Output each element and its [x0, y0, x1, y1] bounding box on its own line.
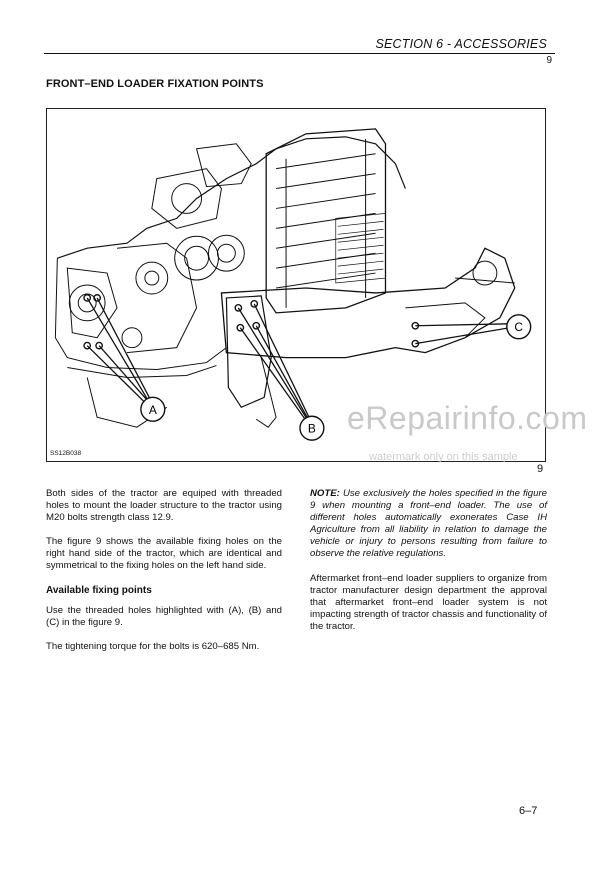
aftermarket-paragraph: Aftermarket front–end loader suppliers t… — [310, 572, 547, 632]
callout-c-label: C — [514, 320, 523, 334]
fixing-points-subheading: Available fixing points — [46, 584, 152, 596]
watermark-subtext: watermark only on this sample — [369, 451, 518, 463]
figure-description-paragraph: The figure 9 shows the available fixing … — [46, 536, 282, 572]
page-title: FRONT–END LOADER FIXATION POINTS — [46, 78, 264, 90]
header-page-ref: 9 — [546, 55, 552, 66]
callout-b: B — [299, 415, 325, 441]
figure-number: 9 — [537, 463, 544, 475]
left-column: Both sides of the tractor are equiped wi… — [46, 488, 282, 665]
header-rule — [44, 53, 555, 54]
callout-a-label: A — [149, 403, 157, 417]
right-column: NOTE: Use exclusively the holes specifie… — [310, 488, 547, 645]
tractor-figure: A B C — [46, 108, 546, 462]
section-header: SECTION 6 - ACCESSORIES — [375, 37, 547, 51]
callout-c: C — [506, 314, 532, 340]
watermark-text: eRepairinfo.com — [347, 400, 588, 436]
intro-paragraph: Both sides of the tractor are equiped wi… — [46, 488, 282, 524]
callout-b-label: B — [308, 422, 316, 436]
torque-paragraph: The tightening torque for the bolts is 6… — [46, 640, 260, 652]
tractor-drawing: A B C — [54, 128, 532, 441]
figure-code: SS12B038 — [50, 450, 82, 457]
note-text: Use exclusively the holes specified in t… — [310, 488, 547, 560]
holes-paragraph: Use the threaded holes highlighted with … — [46, 604, 282, 628]
page-number: 6–7 — [519, 805, 538, 817]
note-label: NOTE: — [310, 488, 340, 499]
note-paragraph: NOTE: Use exclusively the holes specifie… — [310, 488, 547, 561]
callout-a: A — [140, 396, 166, 422]
